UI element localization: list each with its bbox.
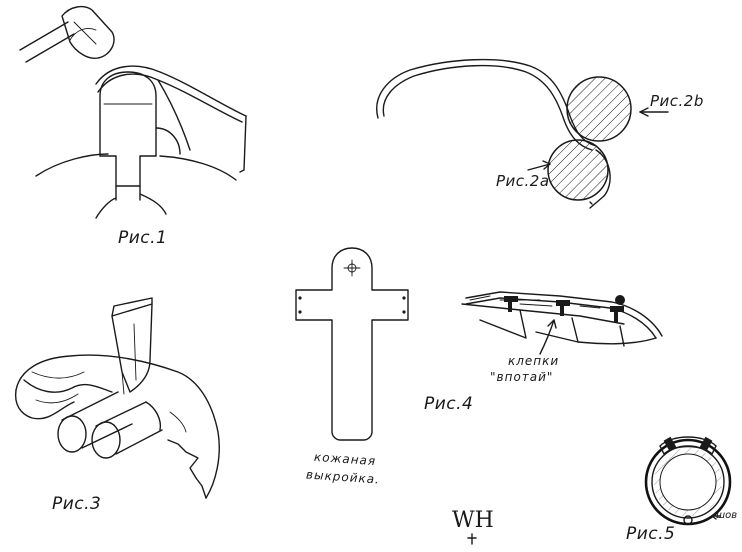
signature-cross bbox=[467, 533, 477, 545]
figure-2b-label: Рис.2b bbox=[650, 92, 704, 110]
figure-2-strap-over-rollers bbox=[376, 58, 669, 209]
figure-3-label: Рис.3 bbox=[52, 494, 102, 514]
figure-4-label: Рис.4 bbox=[424, 394, 474, 414]
figure-5-ring-cross-section bbox=[644, 436, 732, 526]
figure-1-hammer-and-mandrel bbox=[19, 5, 247, 219]
figure-4-countersunk-rivets bbox=[461, 291, 663, 355]
rivets-caption-line2: "впотай" bbox=[490, 370, 554, 384]
leather-cross-pattern bbox=[295, 247, 409, 441]
figure-2a-label: Рис.2а bbox=[496, 172, 550, 190]
figure-1-label: Рис.1 bbox=[118, 228, 168, 248]
rivets-caption-line1: клепки bbox=[508, 354, 560, 368]
seam-label: шов bbox=[716, 510, 738, 521]
figure-3-chisel-and-cylinders bbox=[14, 297, 220, 499]
signature-initials: WH bbox=[452, 508, 494, 533]
figure-5-label: Рис.5 bbox=[626, 524, 676, 544]
